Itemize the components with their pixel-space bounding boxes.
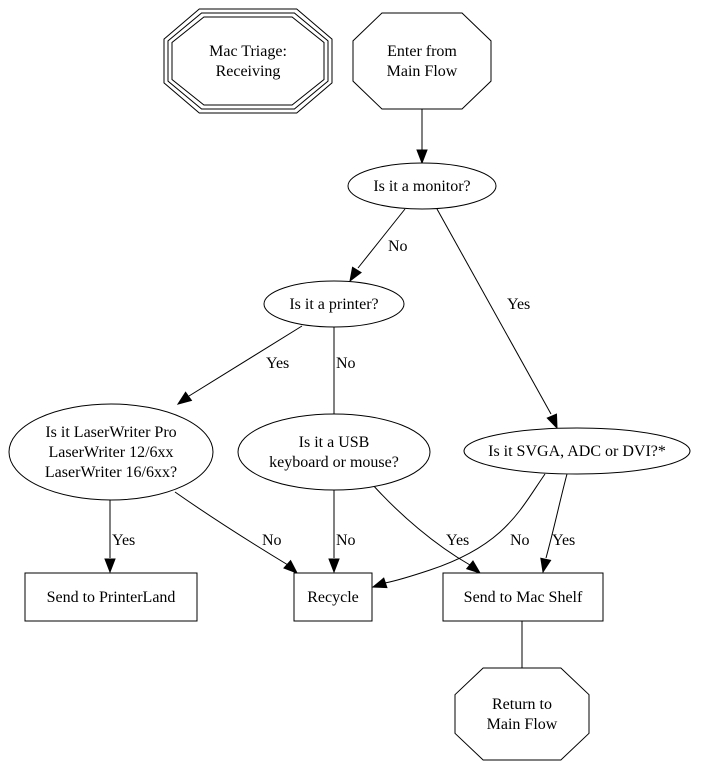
node-monitor-shape — [347, 162, 497, 210]
node-printer-shape — [263, 280, 405, 328]
arrowhead-icon — [283, 559, 299, 574]
edge-printer-to-laserwriter — [176, 325, 303, 405]
node-usb-shape — [237, 413, 431, 491]
edge-label: No — [262, 532, 282, 549]
node-svga-shape — [463, 427, 691, 475]
edge-usb-to-recycle — [328, 490, 340, 574]
node-printer: Is it a printer? — [263, 280, 405, 328]
edge-label: Yes — [446, 532, 469, 549]
node-monitor: Is it a monitor? — [347, 162, 497, 210]
arrowhead-icon — [465, 560, 482, 574]
edge-line — [188, 325, 303, 397]
node-enter-label: Enter from — [387, 43, 457, 60]
node-title-label: Receiving — [216, 63, 281, 80]
node-printerland-label: Send to PrinterLand — [47, 589, 176, 606]
node-monitor-label: Is it a monitor? — [373, 178, 470, 195]
edge-svga-to-recycle — [371, 473, 546, 589]
node-svga: Is it SVGA, ADC or DVI?* — [463, 427, 691, 475]
edge-laserwriter-to-recycle — [174, 491, 299, 574]
edge-laserwriter-to-printerland — [104, 500, 116, 574]
node-laserwriter-shape — [8, 403, 214, 501]
arrowhead-icon — [371, 577, 388, 589]
arrowhead-icon — [104, 558, 116, 574]
edge-line — [545, 473, 568, 559]
edge-line — [371, 483, 471, 566]
edge-line — [384, 473, 546, 584]
edge-label: Yes — [266, 355, 289, 372]
node-laserwriter-label: Is it LaserWriter Pro — [45, 424, 176, 441]
edge-label: No — [336, 355, 356, 372]
edge-label: Yes — [552, 532, 575, 549]
edge-label: No — [510, 532, 530, 549]
node-macshelf: Send to Mac Shelf — [442, 572, 604, 622]
arrowhead-icon — [349, 266, 362, 283]
node-recycle-label: Recycle — [307, 589, 359, 606]
edge-enter-to-monitor — [416, 109, 428, 165]
arrowhead-icon — [328, 558, 340, 574]
node-laserwriter-label: LaserWriter 16/6xx? — [45, 464, 177, 481]
edge-svga-to-macshelf — [540, 473, 568, 574]
edge-label: Yes — [507, 296, 530, 313]
node-printer-label: Is it a printer? — [289, 296, 378, 313]
node-usb-label: keyboard or mouse? — [269, 454, 399, 471]
edge-label: Yes — [112, 532, 135, 549]
node-title-border-3 — [171, 16, 325, 106]
node-usb-label: Is it a USB — [299, 434, 370, 451]
arrowhead-icon — [540, 557, 552, 574]
arrowhead-icon — [416, 149, 428, 165]
edge-monitor-to-printer — [349, 208, 406, 283]
edge-usb-to-macshelf — [371, 483, 482, 574]
node-return-label: Main Flow — [487, 716, 558, 733]
node-return: Return to Main Flow — [454, 667, 590, 761]
node-recycle-shape — [293, 572, 373, 622]
node-macshelf-label: Send to Mac Shelf — [464, 589, 583, 606]
node-return-shape — [454, 667, 590, 761]
arrowhead-icon — [546, 413, 558, 430]
node-return-label: Return to — [492, 696, 552, 713]
edge-line — [436, 208, 552, 415]
node-enter-shape — [352, 12, 492, 110]
edge-label: No — [388, 238, 408, 255]
node-svga-label: Is it SVGA, ADC or DVI?* — [488, 443, 666, 460]
node-enter-label: Main Flow — [387, 63, 458, 80]
edge-line — [174, 491, 289, 566]
node-macshelf-shape — [442, 572, 604, 622]
node-usb: Is it a USB keyboard or mouse? — [237, 413, 431, 491]
arrowhead-icon — [176, 391, 193, 405]
node-printerland: Send to PrinterLand — [24, 572, 198, 622]
edge-line — [357, 208, 406, 269]
edge-monitor-to-svga — [436, 208, 558, 430]
node-recycle: Recycle — [293, 572, 373, 622]
node-laserwriter-label: LaserWriter 12/6xx — [48, 444, 173, 461]
node-printerland-shape — [24, 572, 198, 622]
edge-label: No — [336, 532, 356, 549]
node-title-label: Mac Triage: — [209, 43, 287, 60]
node-title: Mac Triage: Receiving — [163, 8, 333, 114]
